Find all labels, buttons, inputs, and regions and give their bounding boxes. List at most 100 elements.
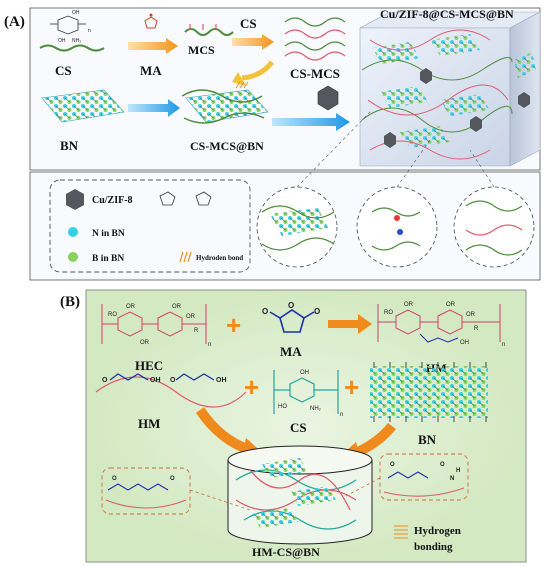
label-mcs: MCS [188,43,215,57]
cs-mcs-bn [181,81,269,124]
zoom-circles [256,186,535,268]
svg-text:OH: OH [460,340,469,346]
bn-lattice [370,362,488,422]
label-product: HM-CS@BN [252,545,320,559]
cylinder [227,445,373,545]
hbond-legend-line1: Hydrogen [414,525,461,537]
label-ma: MA [140,63,162,78]
svg-text:RO: RO [384,310,393,316]
hbond-legend-icon [394,525,408,539]
panel-b: (B) RO OR OR OR OR R n HEC + [60,289,527,563]
svg-text:OR: OR [140,340,150,346]
svg-text:O: O [390,462,395,468]
composite-cube [359,11,541,167]
svg-text:OR: OR [446,302,456,308]
hm-chain-labels: O OH O OH [102,377,227,384]
svg-text:HO: HO [278,404,287,410]
label-cs-b: CS [290,420,307,435]
panel-a-label: (A) [4,14,25,30]
legend-n-in-bn: N in BN [92,229,125,239]
arrow-to-composite [272,113,350,131]
svg-text:O: O [112,476,117,482]
label-hm: HM [138,416,160,431]
svg-text:O: O [314,307,320,316]
cs-structure-b [273,370,339,414]
svg-text:OH: OH [300,370,309,376]
ma-molecule-b [269,309,315,333]
svg-text:n: n [502,342,505,348]
label-composite: Cu/ZIF-8@CS-MCS@BN [380,7,514,21]
imidazole-icons [159,191,212,206]
label-cs-2: CS [240,16,257,31]
hbond-icon [179,251,192,263]
svg-text:RO: RO [108,312,117,318]
zif-particle [317,85,339,111]
svg-text:n: n [88,28,91,34]
legend-zif: Cu/ZIF-8 [92,195,133,206]
svg-text:N: N [450,476,454,482]
svg-text:O: O [170,476,175,482]
panel-b-label: (B) [60,294,80,310]
svg-text:n: n [208,342,211,348]
label-bn: BN [60,138,79,153]
arrow-b-top [328,314,372,334]
svg-text:OH: OH [58,38,66,44]
hec-labels: RO OR OR OR OR R n [108,304,211,348]
legend-b-in-bn: B in BN [92,254,124,264]
cs-mcs-network [284,17,346,61]
inset-left-labels: O O [112,476,175,482]
curved-arrow [241,60,275,81]
cs-b-labels: OH HO NH₂ n [278,370,343,418]
hm-top-structure [377,304,501,343]
zif-legend-icon [66,189,84,210]
svg-text:O: O [440,462,445,468]
svg-text:R: R [474,326,479,332]
label-bn-b: BN [418,432,437,447]
inset-right-guide [345,477,381,497]
bn-sheet [41,89,125,123]
plus-1: + [226,310,241,340]
svg-text:OR: OR [466,312,476,318]
plus-2: + [244,372,259,402]
inset-left-guide [189,489,251,511]
svg-text:O: O [262,307,268,316]
svg-text:n: n [340,412,343,418]
svg-text:OR: OR [172,304,182,310]
n-in-bn-icon [68,227,78,237]
inset-right [379,453,469,501]
inset-left [101,467,191,515]
ma-molecule-a [144,13,158,29]
hbond-legend-line2: bonding [414,541,453,553]
svg-text:OR: OR [404,302,414,308]
svg-text:OH: OH [150,377,161,384]
plus-3: + [344,372,359,402]
svg-text:NH₂: NH₂ [72,38,81,44]
hm-top-labels: RO OR OR OR R OH n [384,302,505,348]
legend-hbond: Hydroden bond [196,254,243,262]
label-cs-mcs-bn: CS-MCS@BN [190,139,264,153]
b-in-bn-icon [68,252,78,262]
arrow-cs [232,34,274,50]
svg-text:O: O [170,377,176,384]
arrow-bn [128,99,180,117]
legend-box [49,179,251,273]
label-cs: CS [55,63,72,78]
svg-text:NH₂: NH₂ [310,406,322,412]
hm-chain [95,373,247,408]
svg-text:O: O [102,377,108,384]
arrow-ma [128,38,178,54]
label-ma-b: MA [280,344,302,359]
ma-o-labels: O O O [262,301,320,316]
svg-text:O: O [288,301,294,310]
svg-text:R: R [194,328,199,334]
inset-right-labels: O O N H [390,462,460,482]
inset-left-content [105,483,187,509]
svg-text:OR: OR [126,304,136,310]
inset-right-content [383,471,465,497]
svg-text:OH: OH [216,377,227,384]
mcs-chain [184,28,234,36]
cs-chain [39,44,105,52]
label-hec: HEC [135,358,163,373]
svg-text:H: H [456,468,460,474]
